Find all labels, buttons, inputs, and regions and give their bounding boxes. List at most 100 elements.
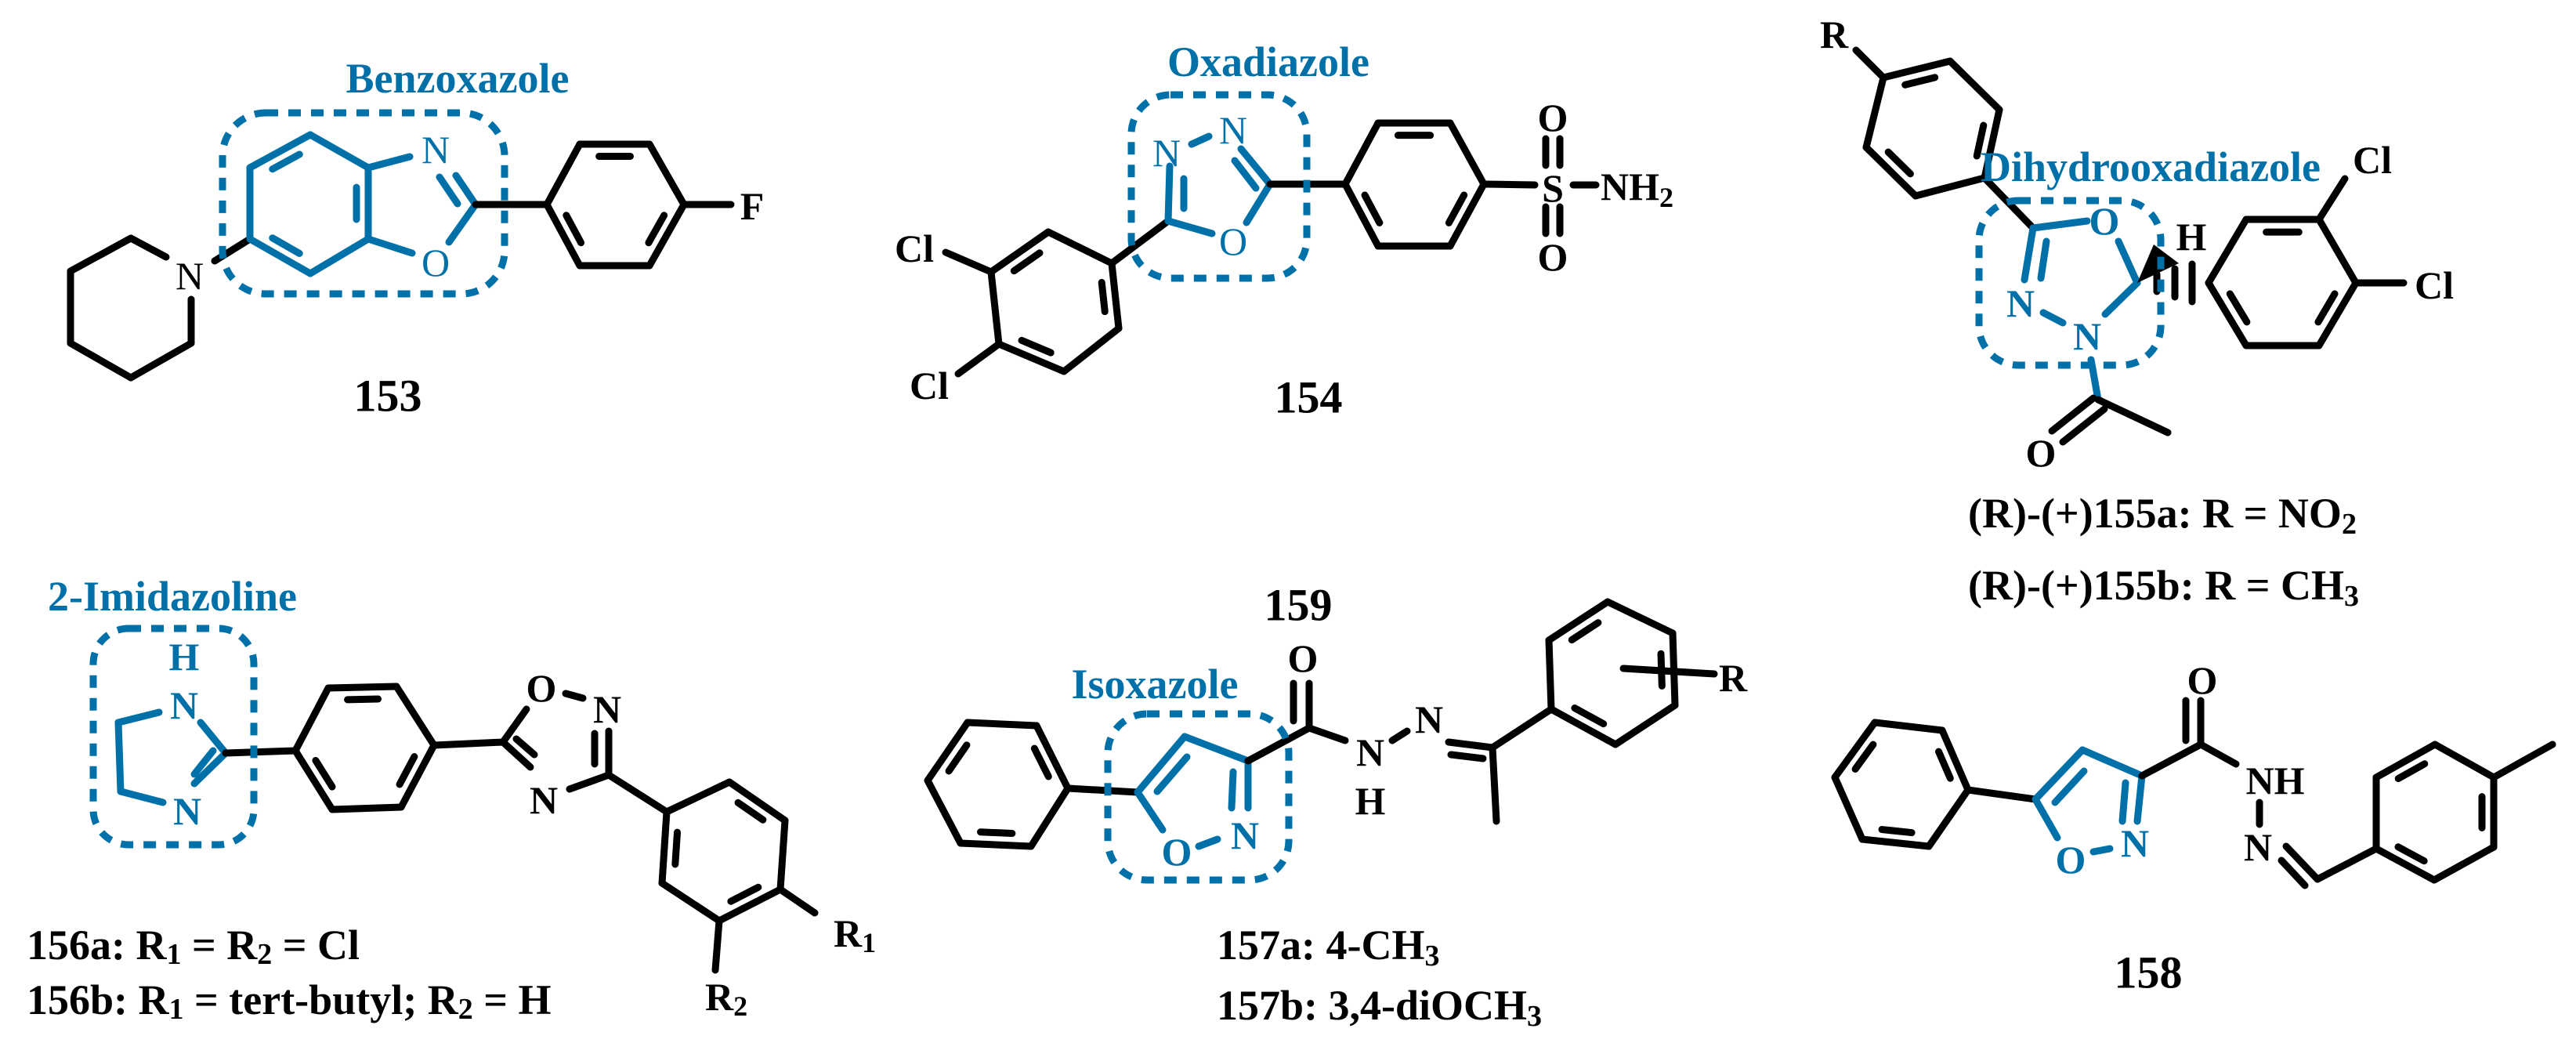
bond <box>1134 788 1167 834</box>
bond <box>2029 217 2091 232</box>
dihydrooxadiazole-heading: Dihydrooxadiazole <box>1981 143 2321 190</box>
ring-bond <box>1545 598 1612 644</box>
ring-bond <box>663 778 733 816</box>
bond <box>2089 845 2114 856</box>
bond <box>711 917 723 974</box>
ring-bond <box>1604 598 1677 637</box>
aromatic-inner-bond <box>977 828 1016 837</box>
aromatic-inner-bond <box>2394 843 2428 865</box>
aromatic-inner-bond <box>269 234 303 257</box>
compound-156: H N N O N N R1 R2 156a: R1 = R2 = Cl 156… <box>27 635 876 1026</box>
benzoxazole-highlight-box <box>219 109 508 298</box>
bond <box>1181 733 1252 765</box>
ring-bond <box>2372 845 2438 884</box>
atom-label: S <box>1542 166 1564 210</box>
compound-variant-label: 156a: R1 = R2 = Cl <box>27 922 360 971</box>
bond <box>2278 856 2309 889</box>
aromatic-inner-bond <box>945 741 971 775</box>
bond <box>1852 46 1887 81</box>
ring-bond <box>246 131 314 172</box>
ring-bond <box>2372 741 2439 781</box>
aromatic-inner-bond <box>2314 290 2339 326</box>
atom-label: N <box>1231 813 1259 857</box>
bond <box>436 173 461 208</box>
ring-bond <box>397 741 438 811</box>
bond <box>2118 779 2129 825</box>
atom-label: F <box>740 184 765 228</box>
bond <box>1134 733 1189 796</box>
bond <box>190 747 217 778</box>
bond <box>2115 237 2141 287</box>
bond <box>127 339 195 382</box>
aromatic-inner-bond <box>396 753 418 788</box>
bond <box>562 690 587 702</box>
atom-label: NH <box>2246 759 2305 802</box>
atom-label: H <box>169 635 200 679</box>
atom-label: Cl <box>910 364 949 407</box>
ring-bond <box>306 235 372 277</box>
compound-variant-label: 157a: 4-CH3 <box>1217 922 1439 972</box>
ring-bond <box>1880 57 1954 81</box>
ring-bond <box>1108 259 1123 332</box>
ring-bond <box>715 885 784 925</box>
bond <box>452 172 479 208</box>
ring-bond <box>646 201 688 270</box>
atom-label: N <box>2121 821 2149 865</box>
bond <box>2314 845 2380 883</box>
atom-label: O <box>1219 219 1247 263</box>
ring-bond <box>1938 726 1972 794</box>
compound-number: 154 <box>1275 372 1343 423</box>
ring-bond <box>646 140 688 208</box>
bond <box>222 747 299 757</box>
aromatic-inner-bond <box>2394 760 2429 783</box>
atom-label: N <box>1415 697 1443 741</box>
ring-bond <box>987 228 1052 276</box>
atom-label: N <box>1356 730 1384 774</box>
compound-variant-label: (R)-(+)155a: R = NO2 <box>1968 490 2357 541</box>
aromatic-inner-bond <box>727 883 762 905</box>
ring-bond <box>2205 279 2250 349</box>
ring-bond <box>1044 228 1116 267</box>
ring-bond <box>1446 180 1488 250</box>
atom-label: H <box>2176 215 2207 259</box>
bond <box>114 719 125 795</box>
aromatic-inner-bond <box>1851 741 1877 773</box>
oxadiazole-highlight-box <box>1127 91 1311 282</box>
bond <box>2315 175 2349 223</box>
ring-bond <box>658 808 671 887</box>
aromatic-inner-bond <box>1973 121 1988 160</box>
bond <box>1447 751 1487 762</box>
atom-label: N <box>2073 314 2101 358</box>
bond <box>67 339 135 382</box>
bond <box>364 153 414 172</box>
compound-variant-label: 156b: R1 = tert-butyl; R2 = H <box>27 976 551 1026</box>
ring-bond <box>1858 835 1933 850</box>
aromatic-inner-bond <box>1571 704 1608 728</box>
bond <box>499 705 530 746</box>
bond-layer <box>67 46 2556 974</box>
ring-bond <box>1060 324 1123 375</box>
bond <box>1195 835 1221 850</box>
ring-bond <box>543 201 584 270</box>
bond <box>499 738 534 771</box>
ring-bond <box>987 268 1003 348</box>
atom-label-nh2: NH2 <box>1601 165 1673 213</box>
compound-154: Cl Cl N N O S O O NH2 154 <box>895 96 1673 423</box>
isoxazole-highlight-box <box>1104 710 1293 884</box>
atom-label: H <box>1355 779 1386 823</box>
bond <box>2021 224 2037 284</box>
ring-bond <box>1831 773 1866 843</box>
atom-label: O <box>526 666 557 710</box>
ring-bond <box>246 235 314 277</box>
bond <box>2031 795 2061 842</box>
ring-bond <box>1912 174 1988 200</box>
atom-label: R <box>1820 13 1849 56</box>
bond <box>2094 396 2172 436</box>
compound-variant-label: 157b: 3,4-diOCH3 <box>1217 982 1542 1033</box>
ring-bond <box>1862 74 1887 151</box>
atom-label: N <box>170 683 198 727</box>
atom-label: O <box>2056 838 2086 882</box>
bond <box>605 771 671 816</box>
benzoxazole-heading: Benzoxazole <box>346 55 570 102</box>
bond <box>942 248 995 276</box>
